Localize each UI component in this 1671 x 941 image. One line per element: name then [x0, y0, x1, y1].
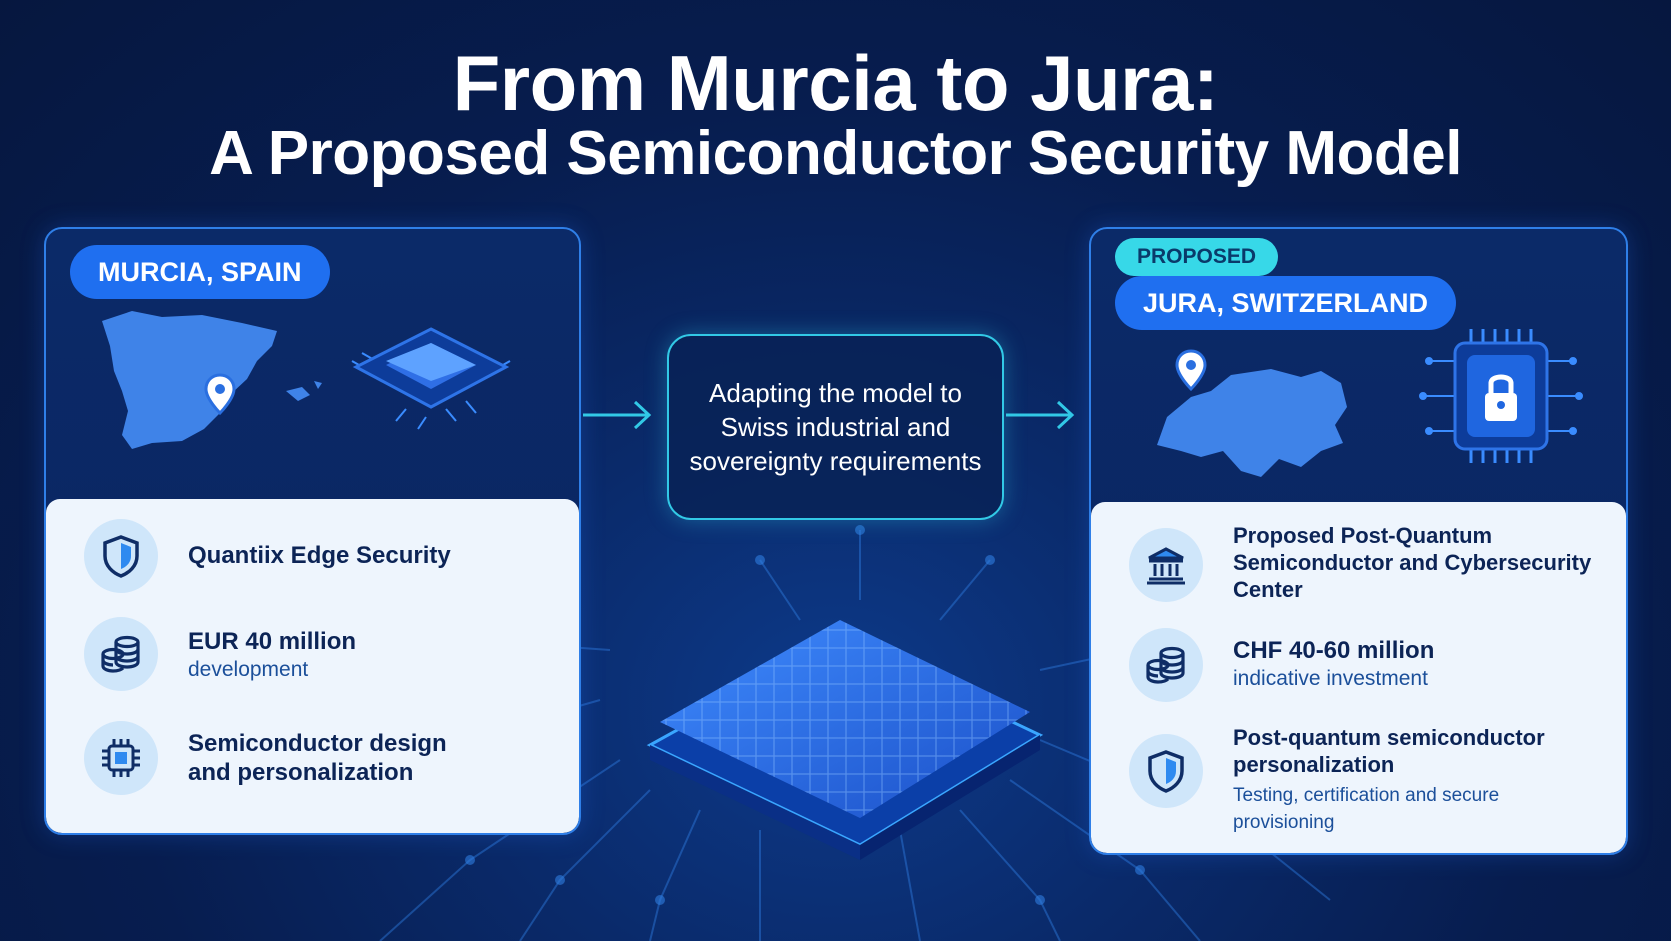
- adaptation-text: Adapting the model to Swiss industrial a…: [689, 378, 982, 476]
- feature-title: CHF 40-60 million: [1233, 637, 1435, 664]
- feature-title: Post-quantum semiconductor personalizati…: [1233, 725, 1545, 777]
- adaptation-callout: Adapting the model to Swiss industrial a…: [667, 334, 1004, 520]
- feature-item: Quantiix Edge Security: [84, 519, 559, 595]
- page-subtitle: A Proposed Semiconductor Security Model: [209, 119, 1462, 188]
- page-title: From Murcia to Jura:: [452, 39, 1219, 127]
- feature-subtitle: Testing, certification and secure provis…: [1233, 785, 1500, 833]
- feature-item: EUR 40 million development: [84, 617, 559, 693]
- location-label-jura: JURA, SWITZERLAND: [1115, 276, 1456, 330]
- feature-item: Post-quantum semiconductor personalizati…: [1129, 724, 1606, 844]
- feature-title: Semiconductor design and personalization: [188, 730, 447, 786]
- shield-icon: [1148, 750, 1184, 793]
- spain-map-icon: [102, 311, 322, 449]
- jura-features-card: Proposed Post-Quantum Semiconductor and …: [1091, 502, 1626, 853]
- murcia-features-card: Quantiix Edge Security: [46, 499, 579, 833]
- feature-item: Proposed Post-Quantum Semiconductor and …: [1129, 522, 1606, 612]
- institution-icon: [1147, 547, 1185, 585]
- chip-graphic-icon: [351, 327, 511, 430]
- lock-chip-icon: [1419, 329, 1583, 463]
- switzerland-map-icon: [1157, 349, 1347, 477]
- jura-panel: PROPOSED JURA, SWITZERLAND: [1089, 227, 1628, 855]
- location-label-murcia: MURCIA, SPAIN: [70, 245, 330, 299]
- feature-subtitle: development: [188, 658, 309, 681]
- feature-subtitle: indicative investment: [1233, 667, 1428, 690]
- feature-item: Semiconductor design and personalization: [84, 721, 559, 797]
- feature-title: EUR 40 million: [188, 628, 357, 655]
- murcia-panel: MURCIA, SPAIN Quantiix Edge Se: [44, 227, 581, 835]
- central-chip-graphic: [646, 620, 1044, 860]
- coins-icon: [101, 635, 140, 673]
- shield-icon: [103, 535, 139, 578]
- arrow-right-icon: [583, 400, 652, 430]
- feature-item: CHF 40-60 million indicative investment: [1129, 628, 1606, 704]
- feature-title: Quantiix Edge Security: [188, 542, 451, 569]
- arrow-right-icon: [1006, 400, 1075, 430]
- feature-title: Proposed Post-Quantum Semiconductor and …: [1233, 523, 1592, 602]
- coins-icon: [1146, 646, 1185, 684]
- chip-icon: [102, 739, 140, 777]
- proposed-badge: PROPOSED: [1115, 238, 1279, 276]
